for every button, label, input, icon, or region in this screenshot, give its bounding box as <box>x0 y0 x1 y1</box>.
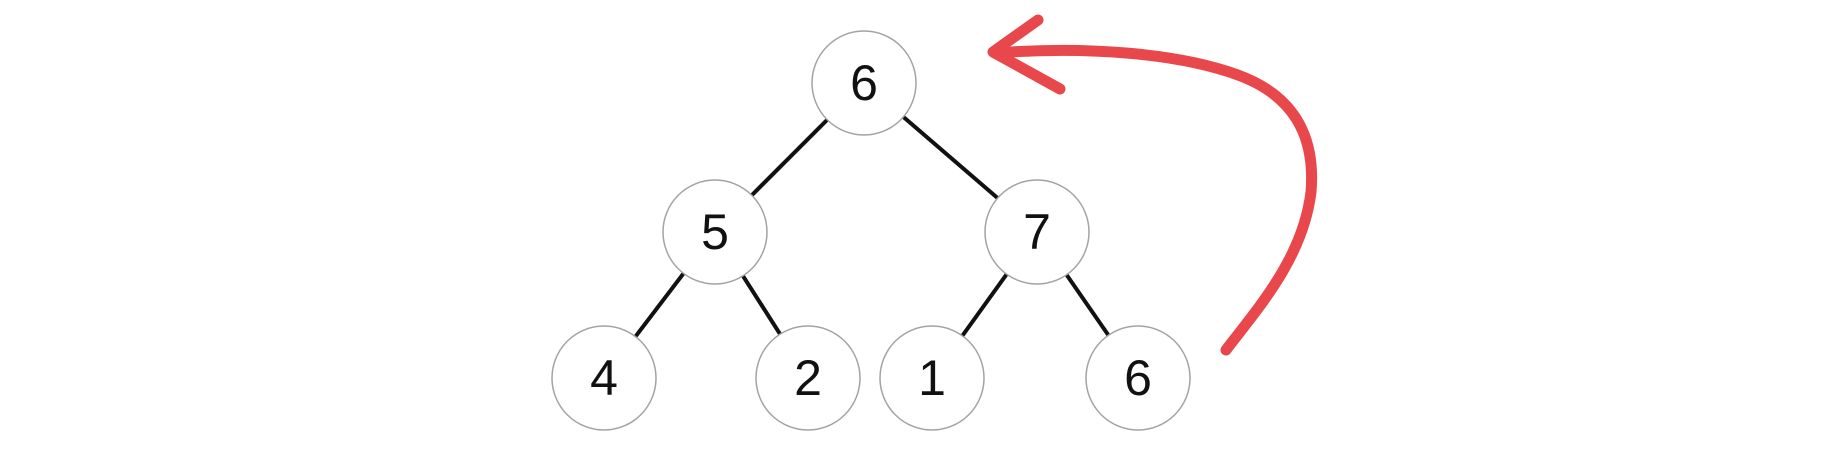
node-circle <box>551 325 657 431</box>
node-label: 5 <box>701 204 729 260</box>
node-label: 2 <box>794 350 822 406</box>
node-circle <box>662 179 768 285</box>
node-circle <box>811 30 917 136</box>
tree-node-root: 6 <box>811 30 917 136</box>
tree-node-left-right: 2 <box>755 325 861 431</box>
node-label: 7 <box>1023 204 1051 260</box>
node-circle <box>879 325 985 431</box>
node-label: 4 <box>590 350 618 406</box>
node-circle <box>984 179 1090 285</box>
node-label: 6 <box>850 55 878 111</box>
tree-node-left: 5 <box>662 179 768 285</box>
tree-node-right-left: 1 <box>879 325 985 431</box>
tree-node-left-left: 4 <box>551 325 657 431</box>
node-circle <box>755 325 861 431</box>
node-label: 6 <box>1124 350 1152 406</box>
annotation-arrow <box>987 14 1318 356</box>
node-circle <box>1085 325 1191 431</box>
arrow-shaft <box>990 44 1318 356</box>
tree-nodes: 6 5 7 4 2 1 6 <box>551 30 1191 431</box>
arrow-head <box>987 14 1066 95</box>
tree-node-right: 7 <box>984 179 1090 285</box>
node-label: 1 <box>918 350 946 406</box>
tree-node-right-right: 6 <box>1085 325 1191 431</box>
